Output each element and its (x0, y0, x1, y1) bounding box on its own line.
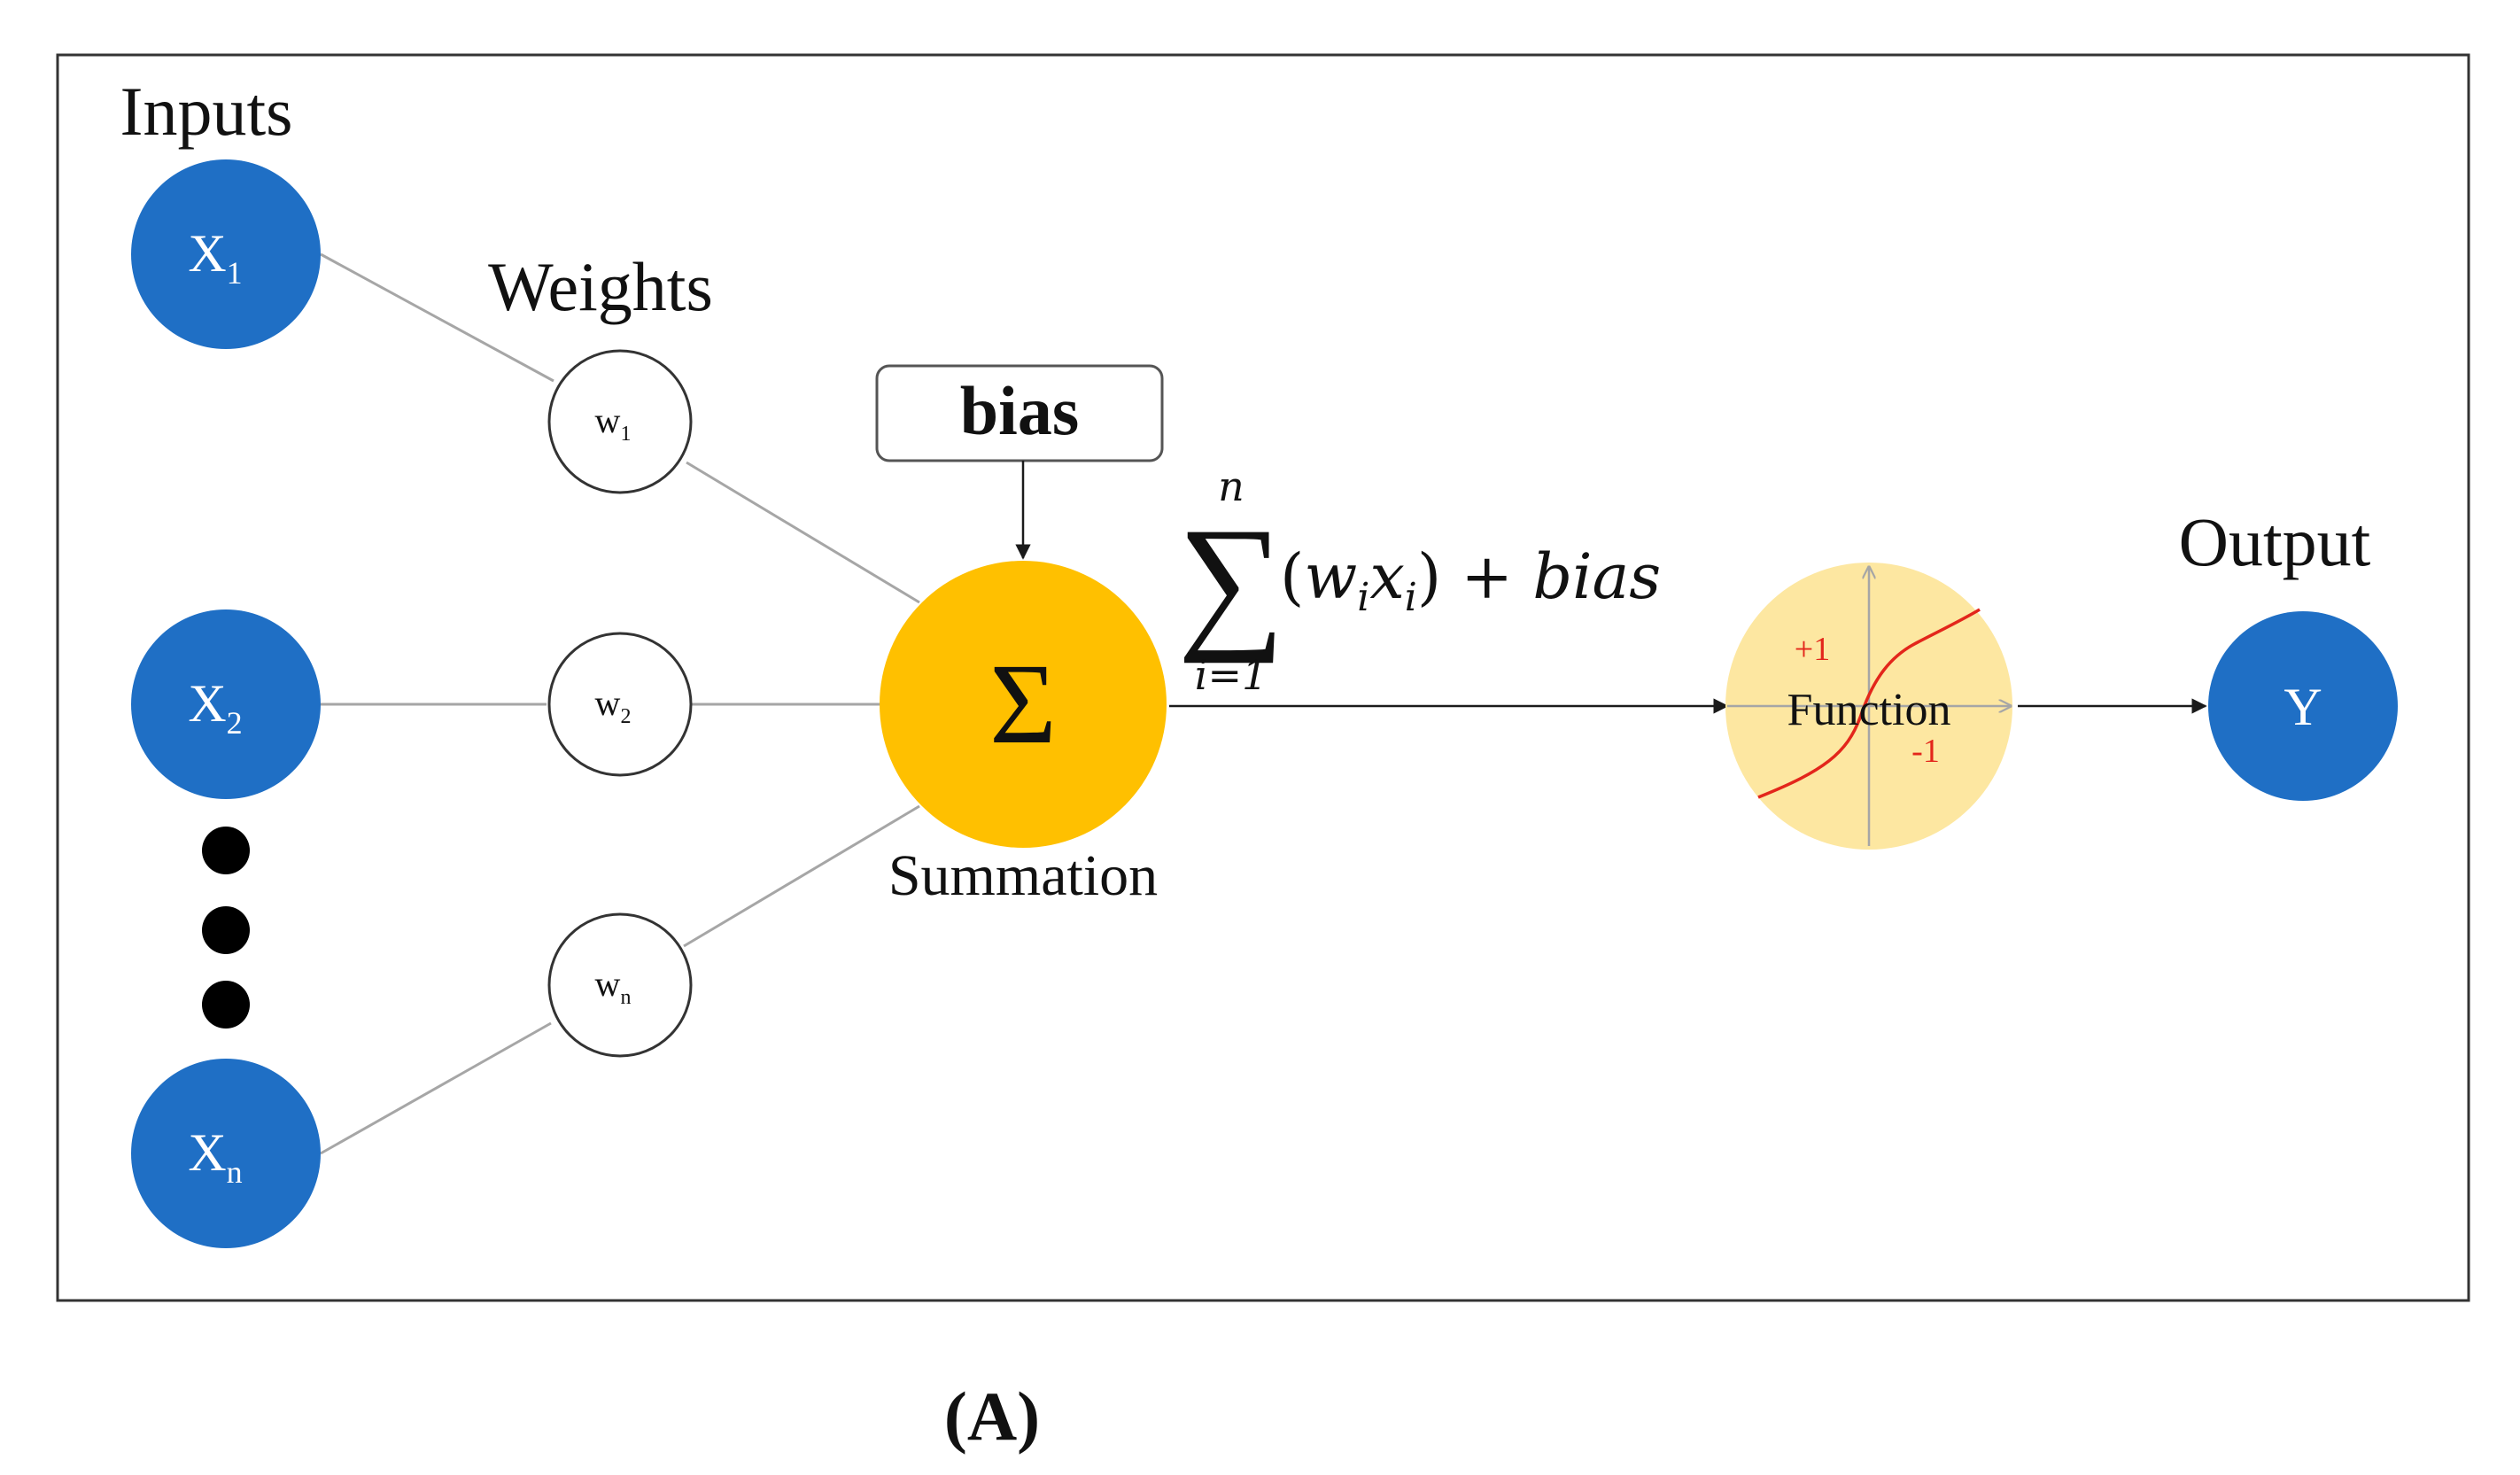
output-node: Y (2208, 611, 2398, 801)
svg-text:wn: wn (595, 964, 632, 1009)
formula-x-sub: i (1405, 575, 1417, 620)
output-node-label: Y (2284, 678, 2322, 736)
function-node: +1 -1 Function (1725, 563, 2012, 850)
input-xn-base: X (188, 1123, 226, 1182)
output-heading: Output (2179, 503, 2371, 580)
connector-xn-wn (320, 1021, 552, 1155)
weight-w1-sub: 1 (620, 423, 631, 446)
weight-node-w1: w1 (547, 349, 693, 494)
input-x2-sub: 2 (227, 705, 243, 741)
weight-wn-base: w (595, 964, 621, 1004)
formula-lower-limit: i=1 (1195, 651, 1268, 699)
svg-text:w2: w2 (595, 683, 632, 728)
summation-formula: n ∑ i=1 (wixi) + bias (1177, 462, 1661, 699)
svg-text:X1: X1 (188, 224, 242, 291)
formula-sum-symbol: ∑ (1177, 497, 1284, 664)
ellipsis-dot (202, 981, 250, 1029)
bias-label: bias (960, 372, 1079, 449)
connector-wn-sum (683, 804, 920, 948)
formula-open-paren: ( (1280, 540, 1304, 613)
weight-w1-base: w (595, 400, 621, 440)
weight-wn-sub: n (620, 986, 631, 1009)
svg-text:w1: w1 (595, 400, 632, 446)
function-label: Function (1787, 685, 1951, 735)
connector-x1-w1 (320, 252, 554, 383)
weight-node-w2: w2 (547, 632, 693, 777)
weights-heading: Weights (488, 248, 713, 325)
weight-w2-sub: 2 (620, 705, 631, 728)
svg-text:Xn: Xn (188, 1123, 242, 1190)
input-node-x2: X2 (131, 609, 321, 799)
minus-one-label: -1 (1911, 733, 1940, 770)
sigma-symbol: Σ (989, 640, 1057, 768)
activation-curve (1757, 608, 1981, 799)
svg-text:(wixi) + bias: (wixi) + bias (1280, 540, 1661, 620)
summation-node: Σ (880, 561, 1167, 848)
weight-node-wn: wn (547, 912, 693, 1058)
formula-bias: bias (1532, 540, 1661, 613)
formula-w-sub: i (1357, 575, 1369, 620)
diagram-frame (56, 53, 2470, 1302)
inputs-heading: Inputs (120, 73, 293, 150)
formula-w: w (1304, 540, 1357, 613)
input-node-xn: Xn (131, 1059, 321, 1248)
input-x2-base: X (188, 674, 226, 733)
ellipsis-dot (202, 827, 250, 874)
svg-text:X2: X2 (188, 674, 242, 741)
input-xn-sub: n (227, 1154, 243, 1190)
panel-label: (A) (944, 1378, 1040, 1455)
summation-heading: Summation (888, 843, 1158, 908)
formula-close: ) + (1417, 540, 1532, 613)
weight-w2-base: w (595, 683, 621, 723)
input-x1-base: X (188, 224, 226, 283)
connector-w1-sum (686, 461, 920, 604)
ellipsis-dot (202, 906, 250, 954)
formula-upper-limit: n (1218, 462, 1244, 510)
input-node-x1: X1 (131, 159, 321, 349)
bias-box (875, 364, 1164, 462)
plus-one-label: +1 (1795, 631, 1830, 668)
input-x1-sub: 1 (227, 255, 243, 291)
formula-x: x (1369, 540, 1404, 613)
